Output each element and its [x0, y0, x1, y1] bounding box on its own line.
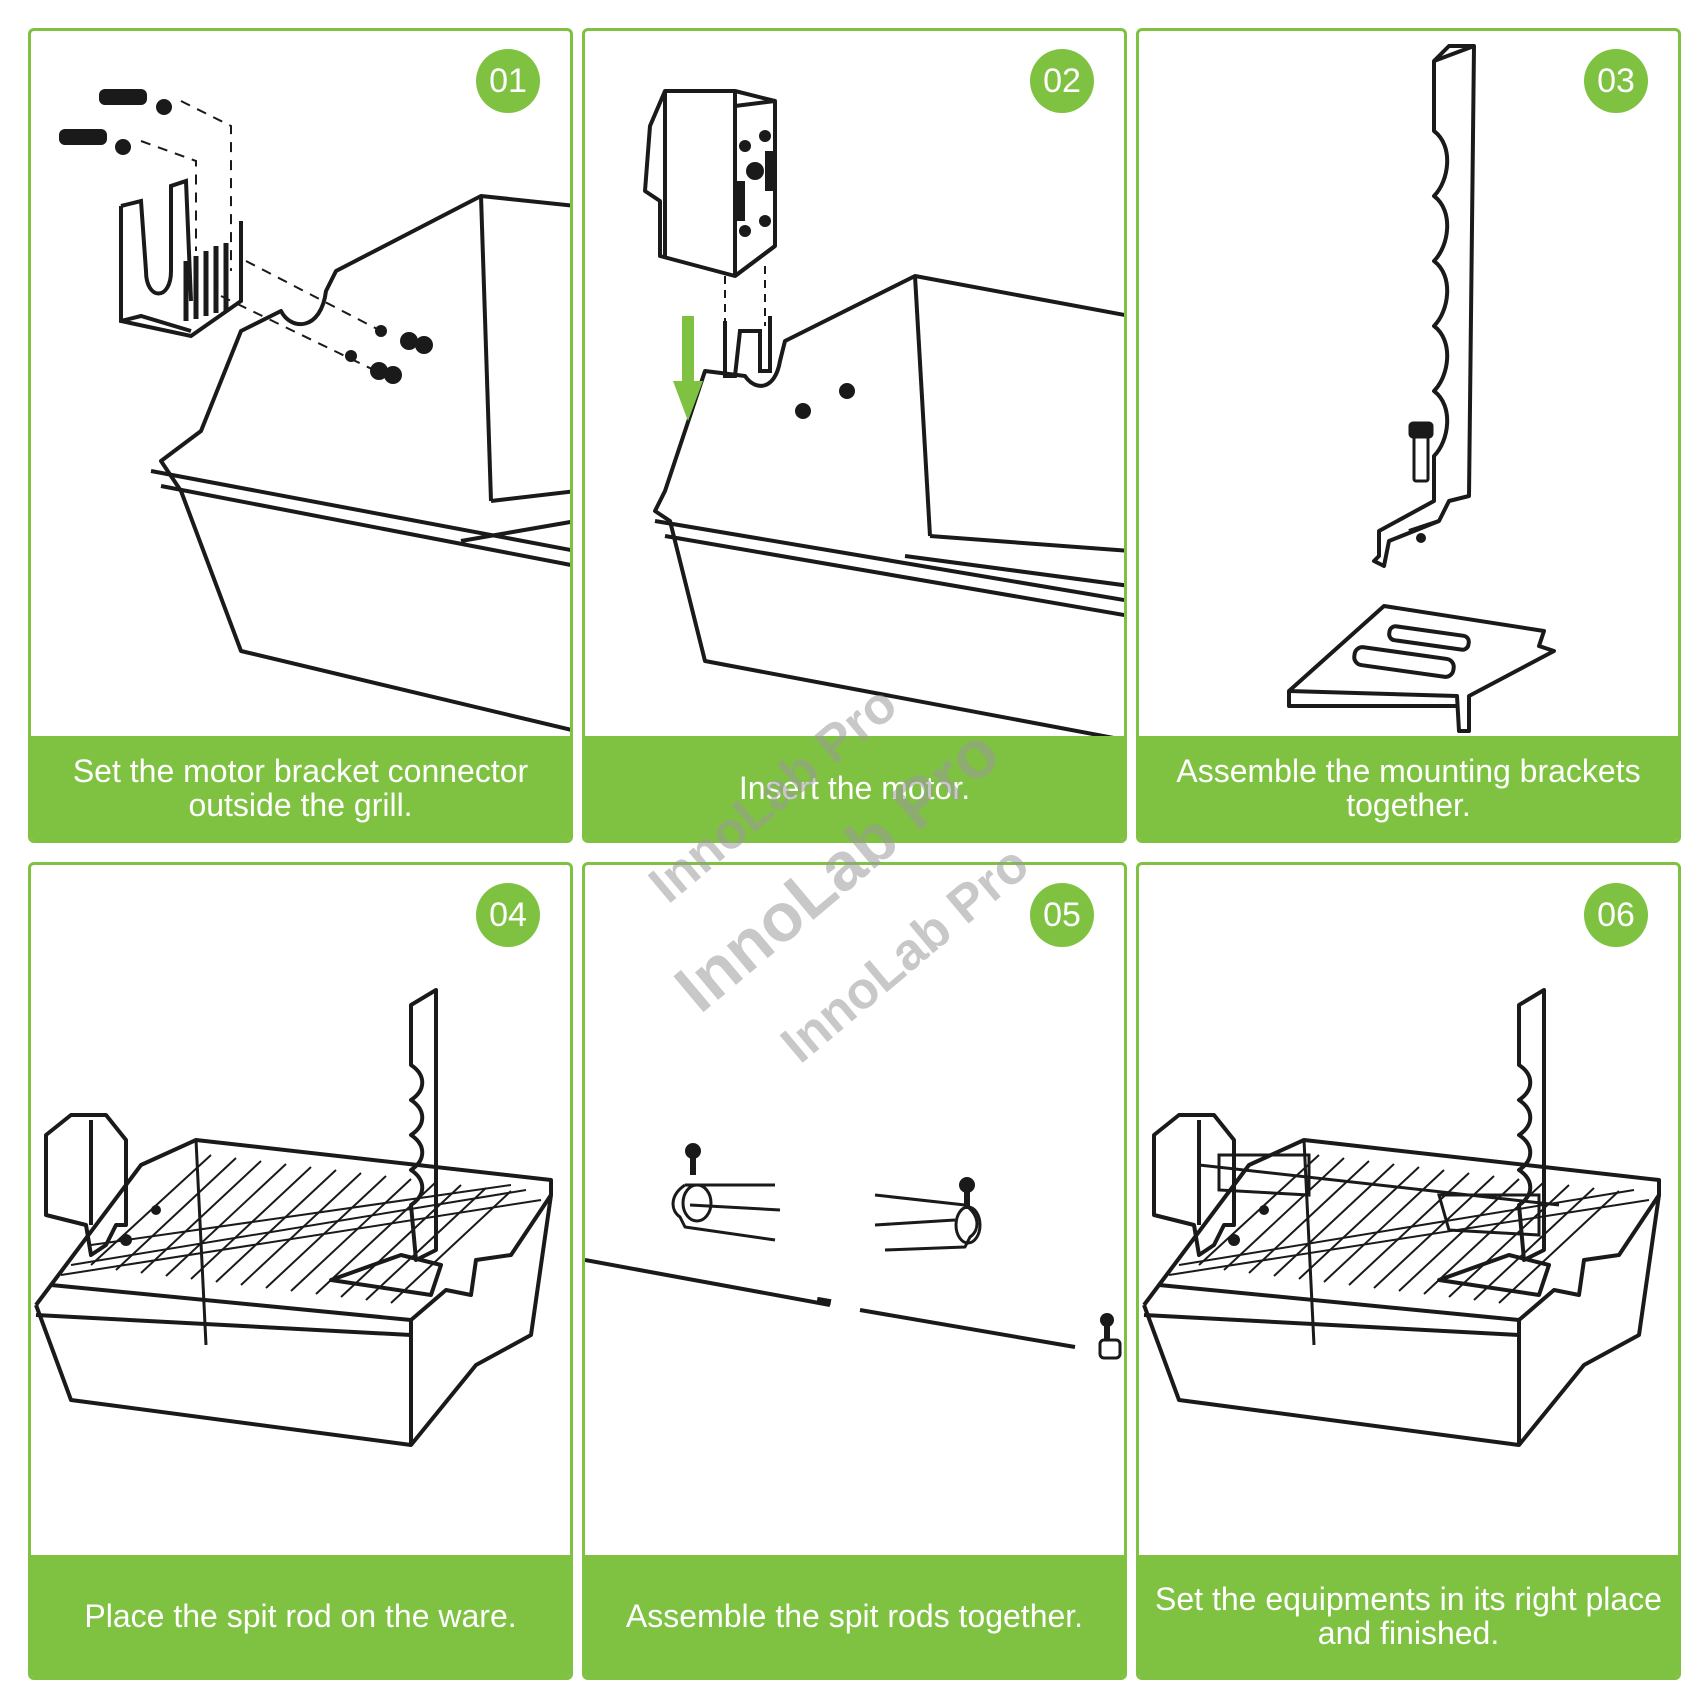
- step-caption: Set the motor bracket connector outside …: [31, 736, 570, 840]
- spit-rod-on-grill-illustration: [31, 865, 573, 1561]
- step-caption: Place the spit rod on the ware.: [31, 1555, 570, 1677]
- step-caption: Set the equipments in its right place an…: [1139, 1555, 1678, 1677]
- step-caption: Insert the motor.: [585, 736, 1124, 840]
- step-panel-06: 06 Set the equipments in its right place…: [1136, 862, 1681, 1680]
- step-number-badge: 06: [1584, 883, 1648, 947]
- step-panel-05: 05 Assemble the spit rods together.: [582, 862, 1127, 1680]
- step-number-badge: 02: [1030, 49, 1094, 113]
- step-number-badge: 04: [476, 883, 540, 947]
- finished-rotisserie-illustration: [1139, 865, 1681, 1561]
- step-panel-02: 02 Insert the motor.: [582, 28, 1127, 843]
- mounting-brackets-illustration: [1139, 31, 1681, 741]
- spit-rods-assembly-illustration: [585, 865, 1127, 1561]
- step-number-badge: 03: [1584, 49, 1648, 113]
- motor-insert-illustration: [585, 31, 1127, 741]
- step-caption: Assemble the spit rods together.: [585, 1555, 1124, 1677]
- motor-bracket-illustration: [31, 31, 573, 741]
- step-panel-03: 03 Assemble the mounting brackets togeth…: [1136, 28, 1681, 843]
- step-number-badge: 05: [1030, 883, 1094, 947]
- step-panel-01: 01 Set the motor bracket connector outsi…: [28, 28, 573, 843]
- step-caption: Assemble the mounting brackets together.: [1139, 736, 1678, 840]
- step-number-badge: 01: [476, 49, 540, 113]
- step-panel-04: 04 Place the spit rod on the ware.: [28, 862, 573, 1680]
